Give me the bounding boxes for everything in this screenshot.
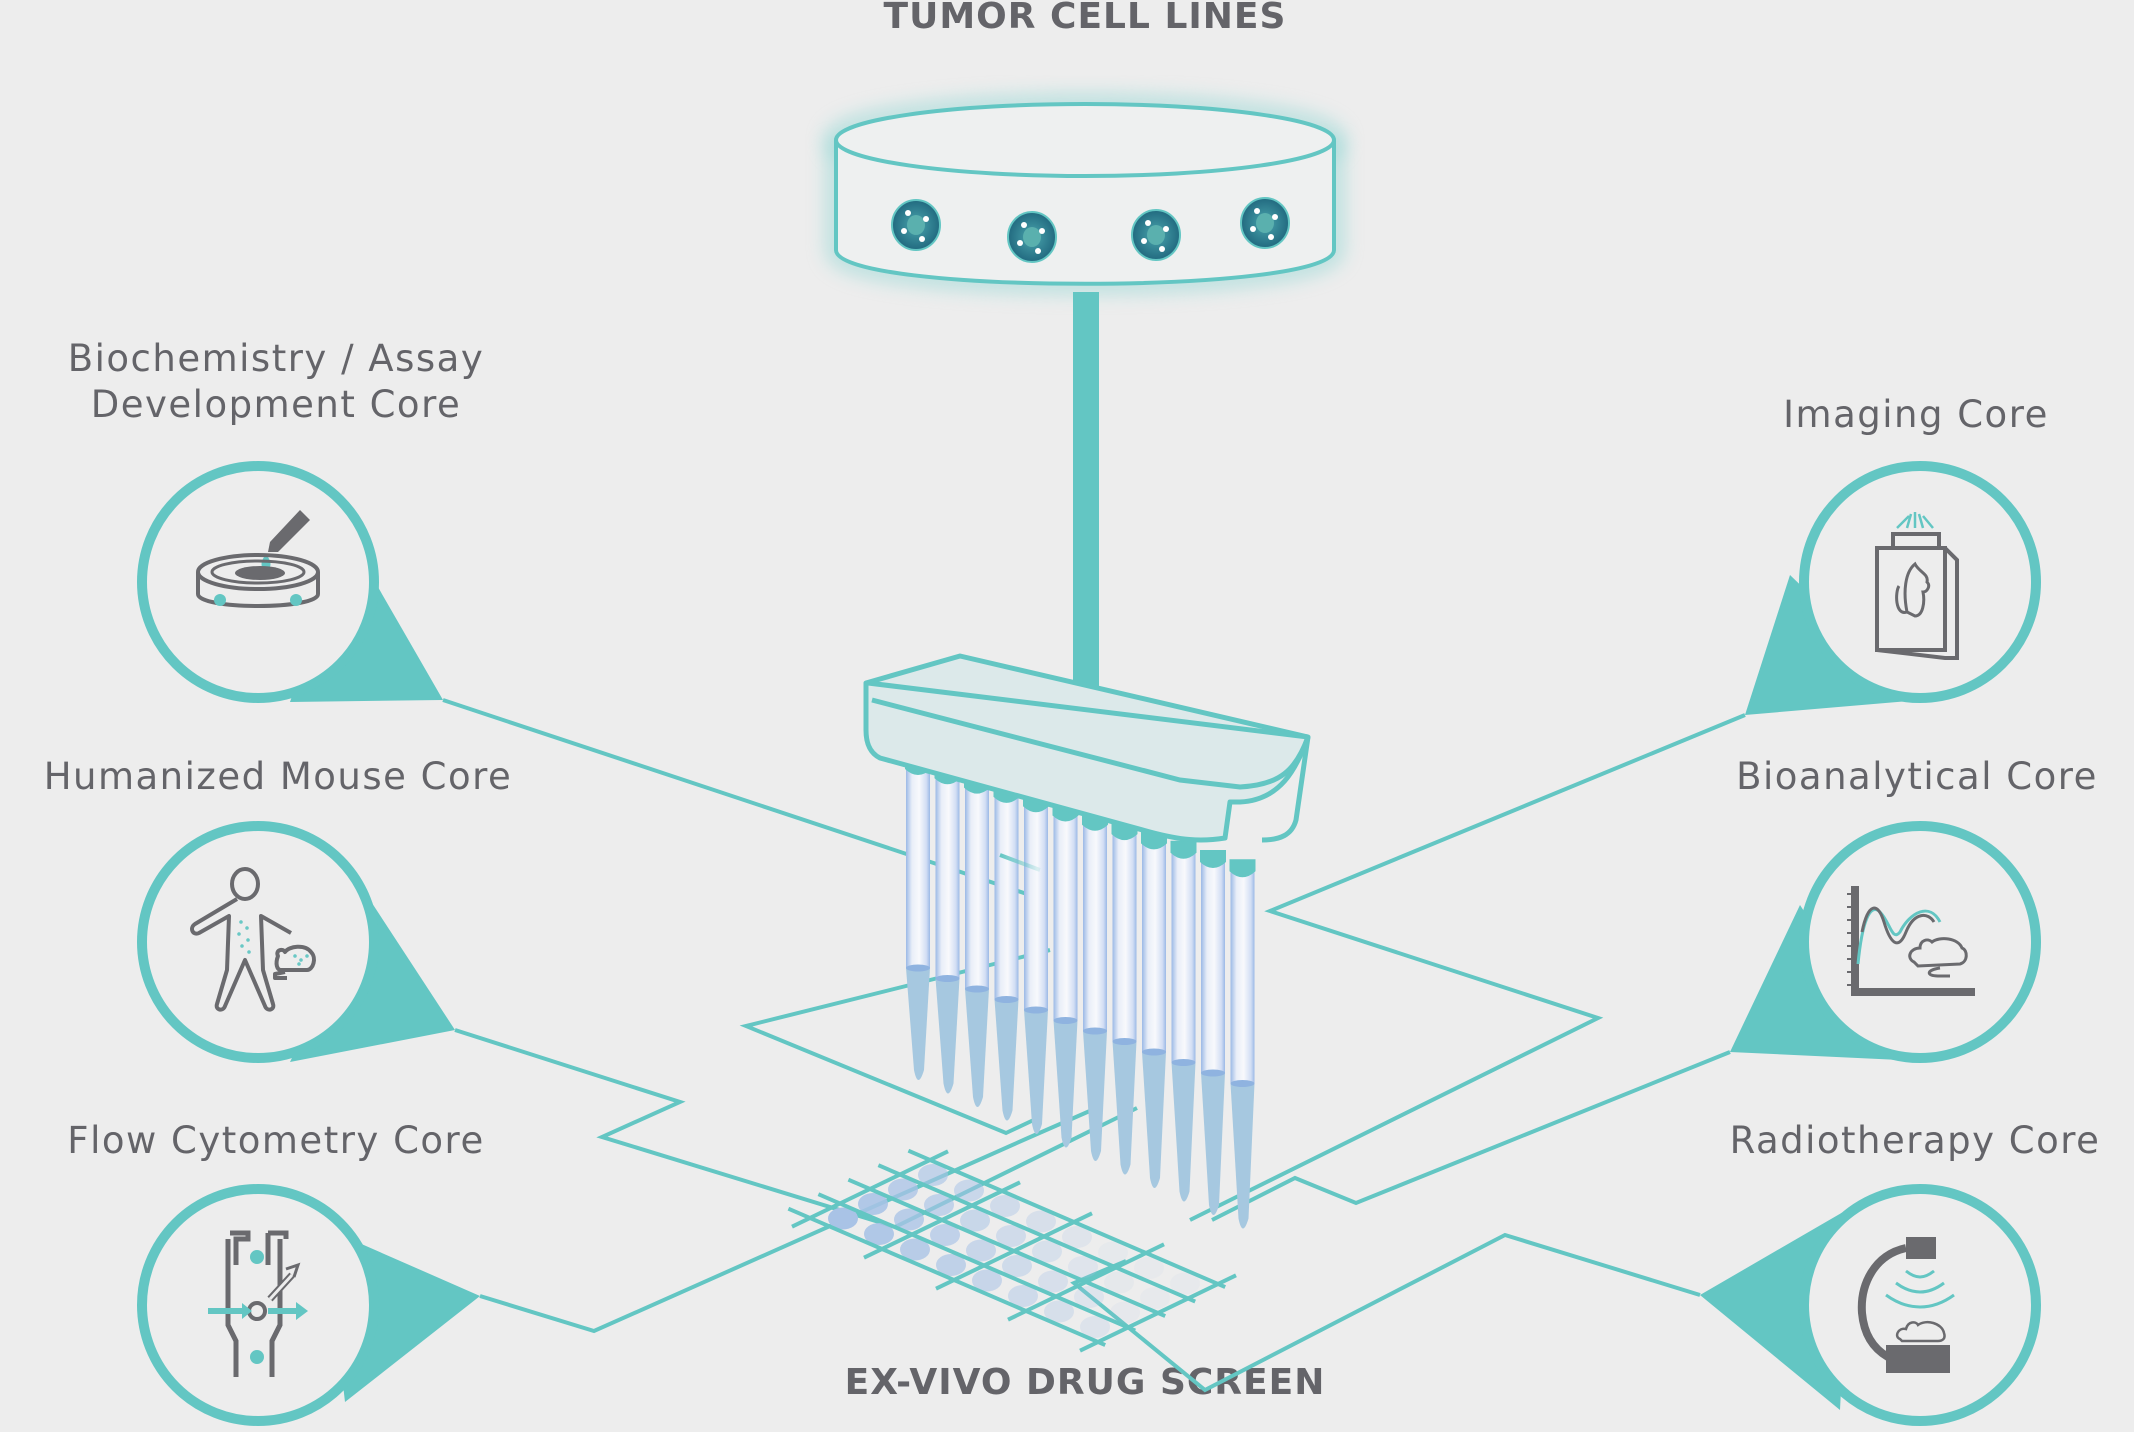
tumor-cell (891, 199, 941, 251)
label-flow-cytometry: Flow Cytometry Core (67, 1119, 485, 1162)
well (858, 1193, 888, 1215)
well (924, 1194, 954, 1216)
plate-row-line (817, 1192, 1136, 1333)
imaging-box-mouse-icon (1875, 512, 1959, 660)
tumor-cell (1240, 197, 1290, 249)
well (1074, 1286, 1104, 1308)
label-humanized-mouse: Humanized Mouse Core (43, 755, 513, 798)
core-node-humanized-mouse[interactable] (137, 821, 455, 1063)
well (1170, 1272, 1200, 1295)
well (1002, 1255, 1032, 1277)
well (1140, 1287, 1170, 1309)
plate-col-line (1079, 1273, 1237, 1353)
dish-cells (891, 197, 1290, 263)
plate-col-line (791, 1149, 949, 1229)
well (936, 1254, 966, 1276)
connector-bioanalytical (1211, 1050, 1731, 1222)
well (828, 1207, 858, 1230)
flow-cell-icon (208, 1230, 308, 1377)
pipette-stem (1073, 292, 1099, 692)
connector-flow-cytometry (479, 1108, 1093, 1334)
well (954, 1179, 984, 1202)
pipette-tip (1052, 803, 1079, 1148)
pipette-tip (1023, 794, 1049, 1134)
label-biochemistry-line-1: Biochemistry / Assay (67, 337, 485, 380)
plate-row-line (877, 1163, 1196, 1304)
pipette-tips (905, 757, 1256, 1229)
well (1098, 1241, 1128, 1264)
well (966, 1239, 996, 1262)
well (1062, 1226, 1092, 1248)
well (996, 1225, 1026, 1247)
top-title: TUMOR CELL LINES (883, 0, 1287, 37)
core-node-biochemistry[interactable] (137, 461, 443, 703)
well (990, 1195, 1020, 1217)
pipette-tip (964, 775, 990, 1107)
well (1026, 1210, 1056, 1233)
pipette-tip (934, 766, 961, 1094)
pipette-tip (1082, 812, 1108, 1161)
plate-row-line (787, 1206, 1106, 1347)
well (1110, 1301, 1140, 1324)
pipette-dish-icon (196, 510, 320, 608)
pipette-tip (1229, 859, 1256, 1229)
human-mouse-icon (190, 867, 316, 1012)
connector-imaging (1189, 713, 1746, 1222)
well (1134, 1257, 1164, 1279)
pipette-tip (905, 757, 931, 1080)
tumor-cell (1007, 211, 1057, 263)
core-node-imaging[interactable] (1745, 461, 2041, 715)
well (1008, 1285, 1038, 1307)
plate-col-line (935, 1211, 1093, 1291)
well (960, 1209, 990, 1232)
multichannel-pipette-head[interactable] (863, 653, 1311, 843)
label-radiotherapy: Radiotherapy Core (1729, 1119, 2101, 1162)
plate-row-line (847, 1177, 1166, 1318)
chart-mouse-icon (1847, 886, 1975, 996)
tumor-cell (1131, 209, 1181, 261)
core-circles (137, 461, 2041, 1426)
plate-col-line (863, 1180, 1021, 1260)
well-plate (787, 1148, 1237, 1353)
well (972, 1269, 1002, 1292)
well (930, 1224, 960, 1246)
well (1032, 1240, 1062, 1263)
well (888, 1178, 918, 1201)
well (1068, 1256, 1098, 1278)
core-node-flow-cytometry[interactable] (137, 1184, 480, 1426)
connector-biochem-lower (739, 948, 1051, 1136)
well (894, 1208, 924, 1231)
well (1080, 1316, 1110, 1338)
well (1038, 1270, 1068, 1293)
pipette-tip (1200, 850, 1226, 1215)
label-biochemistry-line-2: Development Core (90, 383, 462, 426)
radiation-arm-mouse-icon (1857, 1237, 1955, 1373)
pipette-tip (1141, 831, 1167, 1188)
label-bioanalytical: Bioanalytical Core (1736, 755, 2098, 798)
core-node-radiotherapy[interactable] (1700, 1184, 2041, 1426)
plate-col-line (1007, 1242, 1165, 1322)
well (918, 1164, 948, 1186)
core-node-bioanalytical[interactable] (1730, 821, 2041, 1063)
pipette-tip (1170, 840, 1197, 1202)
well (864, 1223, 894, 1245)
label-biochemistry: Biochemistry / Assay Development Core (68, 336, 485, 428)
well (1044, 1300, 1074, 1323)
tumor-cell-dish (824, 93, 1346, 295)
well (900, 1238, 930, 1261)
label-imaging: Imaging Core (1783, 393, 2049, 436)
pipette-tip (993, 784, 1020, 1121)
pipette-tip (1111, 822, 1138, 1175)
connector-crossing-fade (999, 853, 1041, 872)
connector-radiotherapy (1070, 1232, 1701, 1393)
well (1104, 1271, 1134, 1294)
plate-row-line (907, 1148, 1226, 1289)
